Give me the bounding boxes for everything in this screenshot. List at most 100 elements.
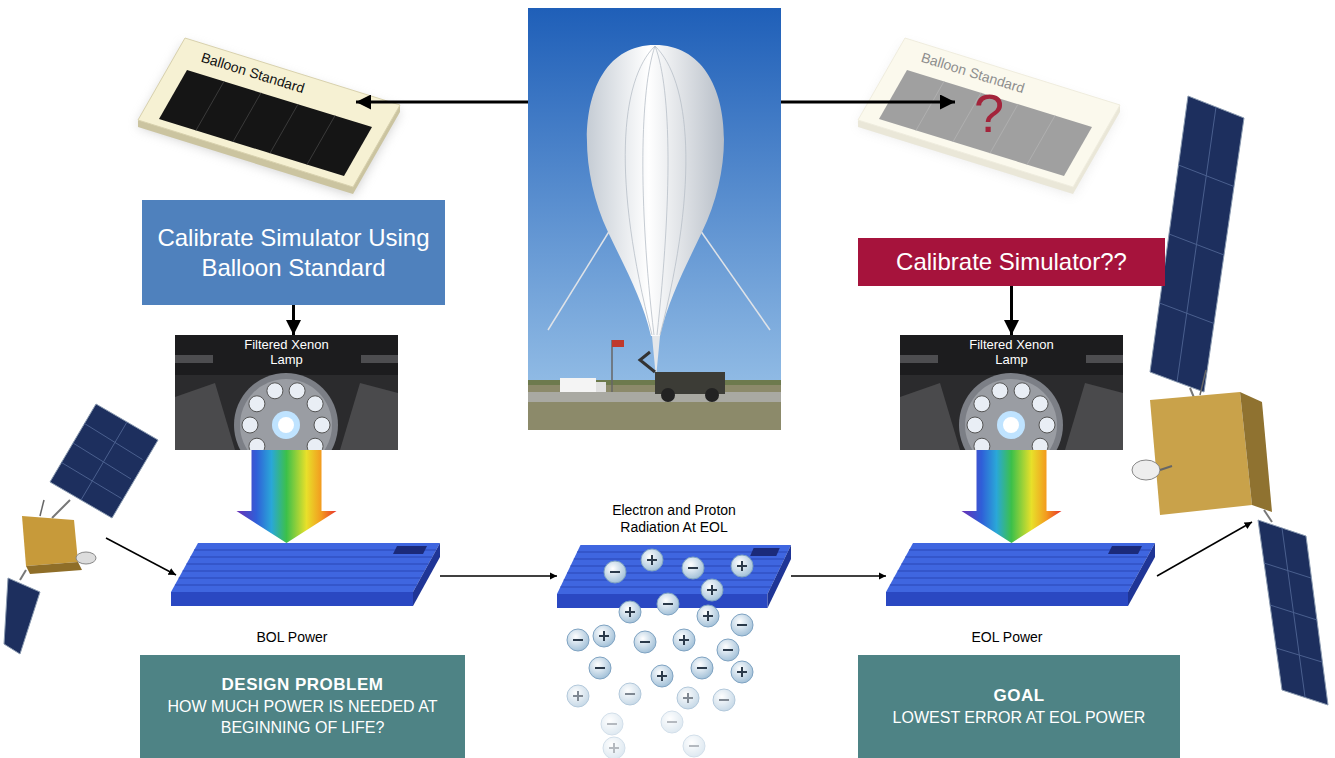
satellite — [1270, 605, 1317, 620]
satellite — [1132, 96, 1328, 705]
box-label: Calibrate Simulator?? — [896, 247, 1127, 277]
satellite — [62, 422, 143, 500]
box-heading: GOAL — [993, 685, 1044, 708]
box-body: LOWEST ERROR AT EOL POWER — [893, 708, 1146, 729]
reference-cell — [138, 38, 400, 195]
balloon-photo — [612, 340, 624, 347]
satellite — [73, 443, 131, 479]
reference-cell: Balloon Standard? — [858, 35, 1123, 195]
reference-cell — [858, 38, 1120, 195]
balloon-photo — [528, 385, 781, 430]
radiation-particles — [701, 579, 723, 601]
balloon-photo — [655, 46, 686, 335]
satellite — [4, 404, 158, 654]
radiation-particles — [673, 629, 695, 651]
satellite — [1150, 392, 1252, 515]
balloon-photo — [625, 46, 686, 335]
satellite — [4, 578, 40, 654]
solar-panel — [557, 545, 791, 608]
radiation-particles — [713, 689, 735, 711]
spectrum-arrow — [962, 450, 1062, 543]
radiation-particles — [619, 601, 641, 623]
flow-arrow — [1157, 522, 1252, 576]
balloon-photo — [625, 46, 655, 335]
satellite — [1264, 563, 1311, 578]
satellite — [1179, 165, 1235, 187]
balloon-photo — [611, 340, 613, 392]
satellite — [20, 570, 26, 580]
flow-arrow — [292, 305, 295, 335]
satellite — [1282, 528, 1305, 697]
satellite — [81, 422, 127, 500]
balloon-photo — [528, 8, 781, 430]
callout-box: GOALLOWEST ERROR AT EOL POWER — [858, 655, 1180, 758]
satellite — [1264, 528, 1322, 697]
flow-arrow — [781, 101, 955, 104]
satellite — [26, 562, 82, 574]
box-heading: DESIGN PROBLEM — [222, 674, 384, 697]
radiation-particles — [601, 711, 705, 758]
process-box: Calibrate Simulator?? — [858, 238, 1165, 286]
satellite — [1177, 107, 1216, 382]
satellite — [62, 463, 122, 499]
radiation-particles — [567, 685, 589, 707]
satellite — [1240, 392, 1272, 512]
balloon-photo — [655, 46, 668, 335]
radiation-particles — [683, 735, 705, 757]
radiation-particles — [567, 683, 735, 711]
radiation-particles — [593, 625, 615, 647]
radiation-particles — [731, 614, 753, 636]
radiation-particles — [661, 711, 683, 733]
balloon-photo — [560, 378, 596, 392]
solar-panel: EOL Power — [886, 543, 1155, 655]
satellite — [1160, 303, 1215, 324]
balloon-photo — [705, 388, 719, 402]
callout-box: DESIGN PROBLEMHOW MUCH POWER IS NEEDED A… — [140, 655, 465, 758]
balloon-photo — [640, 352, 655, 372]
radiation-particles — [697, 605, 719, 627]
solar-panel: BOL Power — [171, 543, 440, 655]
balloon-photo — [528, 8, 781, 430]
satellite — [1258, 520, 1328, 705]
radiation-particles — [567, 629, 589, 651]
balloon-photo — [652, 336, 660, 378]
radiation-particles — [634, 631, 656, 653]
flow-arrow — [106, 538, 176, 575]
process-box: Calibrate Simulator Using Balloon Standa… — [142, 200, 445, 305]
panel-label: EOL Power — [886, 629, 1128, 645]
satellite — [40, 500, 44, 516]
radiation-particles — [651, 665, 673, 687]
balloon-photo — [548, 230, 610, 330]
flow-arrow — [791, 575, 886, 577]
radiation-particles — [589, 657, 611, 679]
satellite — [1160, 107, 1235, 382]
spectrum-arrow — [237, 450, 337, 543]
lamp-photo: Filtered Xenon Lamp — [175, 335, 398, 450]
balloon-photo — [596, 382, 606, 392]
radiation-particles — [691, 657, 713, 679]
panel-heading: Electron and Proton Radiation At EOL — [589, 502, 759, 536]
balloon-photo — [643, 46, 655, 335]
radiation-particles — [717, 639, 739, 661]
satellite — [1276, 648, 1322, 662]
satellite — [85, 424, 143, 460]
satellite — [1264, 510, 1272, 522]
photo-label: Filtered Xenon Lamp — [227, 338, 347, 368]
radiation-particles — [682, 557, 704, 579]
radiation-particles — [601, 713, 623, 735]
flow-arrow — [106, 102, 1252, 576]
box-label: Calibrate Simulator Using Balloon Standa… — [152, 223, 435, 283]
solar-panel: Electron and Proton Radiation At EOL — [557, 502, 791, 608]
reference-cell: Balloon Standard — [138, 35, 403, 195]
satellite — [1200, 370, 1206, 395]
radiation-particles — [731, 661, 753, 683]
radiation-particles — [641, 549, 663, 571]
box-body: HOW MUCH POWER IS NEEDED AT BEGINNING OF… — [150, 697, 455, 739]
solar-panel — [886, 543, 1155, 606]
balloon-photo — [655, 372, 725, 394]
lamp-photo — [175, 335, 398, 477]
satellite — [52, 500, 70, 518]
satellite — [1169, 234, 1224, 255]
